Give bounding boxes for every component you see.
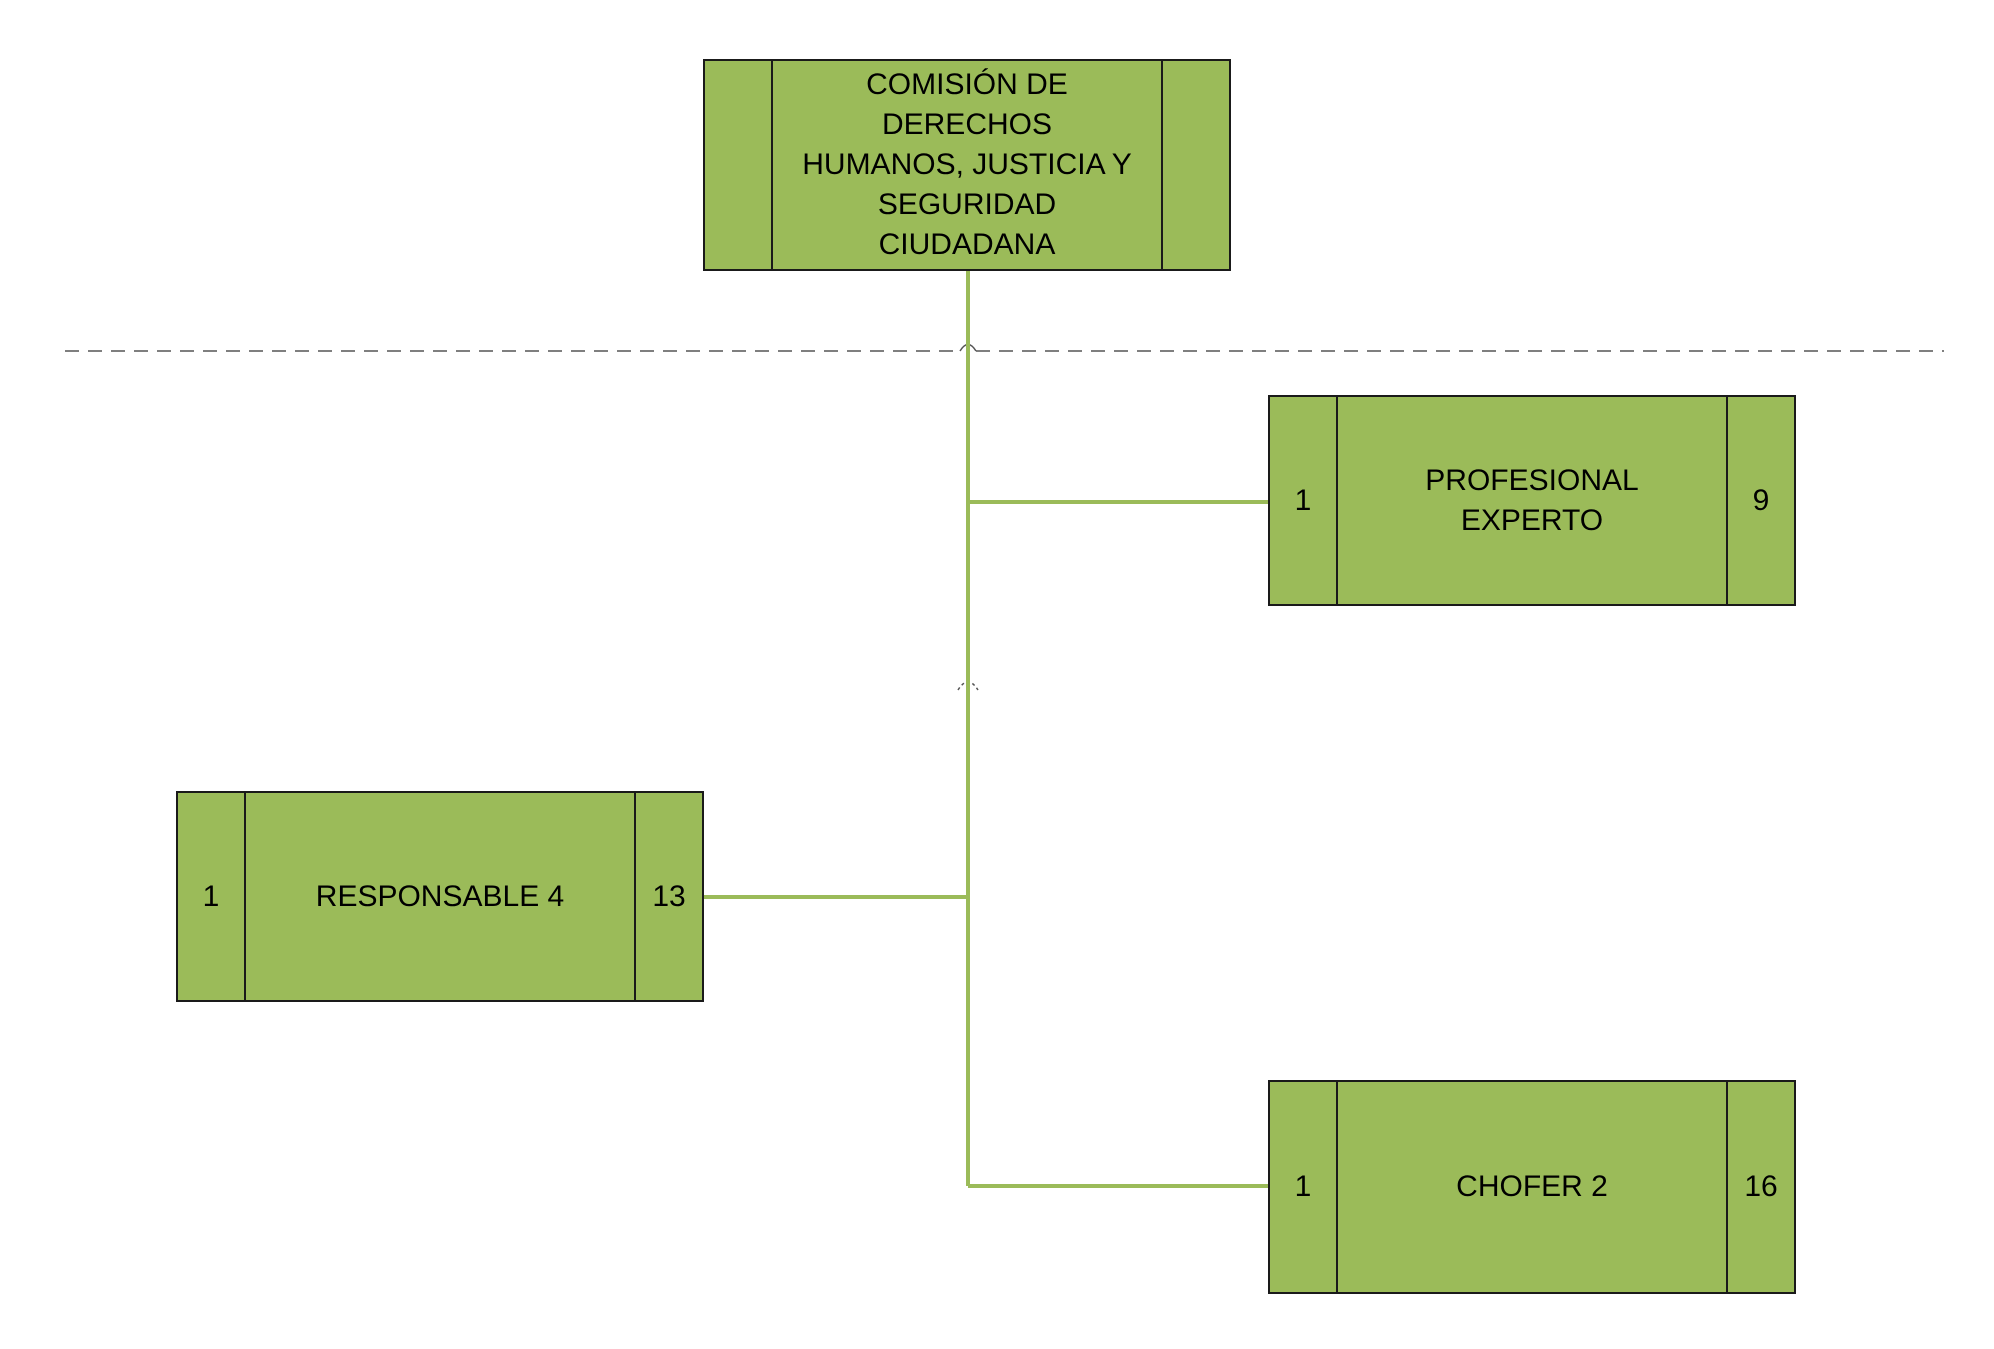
root-title: COMISIÓN DE DERECHOS HUMANOS, JUSTICIA Y… xyxy=(802,68,1132,261)
root-right-cell xyxy=(1161,61,1229,269)
position-title: RESPONSABLE 4 xyxy=(315,879,565,913)
position-level: 16 xyxy=(1726,1082,1794,1292)
position-title: PROFESIONAL EXPERTO xyxy=(1425,463,1639,537)
position-count: 1 xyxy=(178,793,246,1000)
root-left-cell xyxy=(705,61,773,269)
position-count: 1 xyxy=(1270,1082,1338,1292)
root-node-comision: COMISIÓN DE DERECHOS HUMANOS, JUSTICIA Y… xyxy=(703,59,1231,271)
position-level: 13 xyxy=(634,793,702,1000)
position-node-profesional-experto: 1 PROFESIONAL EXPERTO 9 xyxy=(1268,395,1796,606)
position-node-responsable-4: 1 RESPONSABLE 4 13 xyxy=(176,791,704,1002)
position-level: 9 xyxy=(1726,397,1794,604)
position-count: 1 xyxy=(1270,397,1338,604)
position-title: CHOFER 2 xyxy=(1456,1170,1608,1203)
position-node-chofer-2: 1 CHOFER 2 16 xyxy=(1268,1080,1796,1294)
